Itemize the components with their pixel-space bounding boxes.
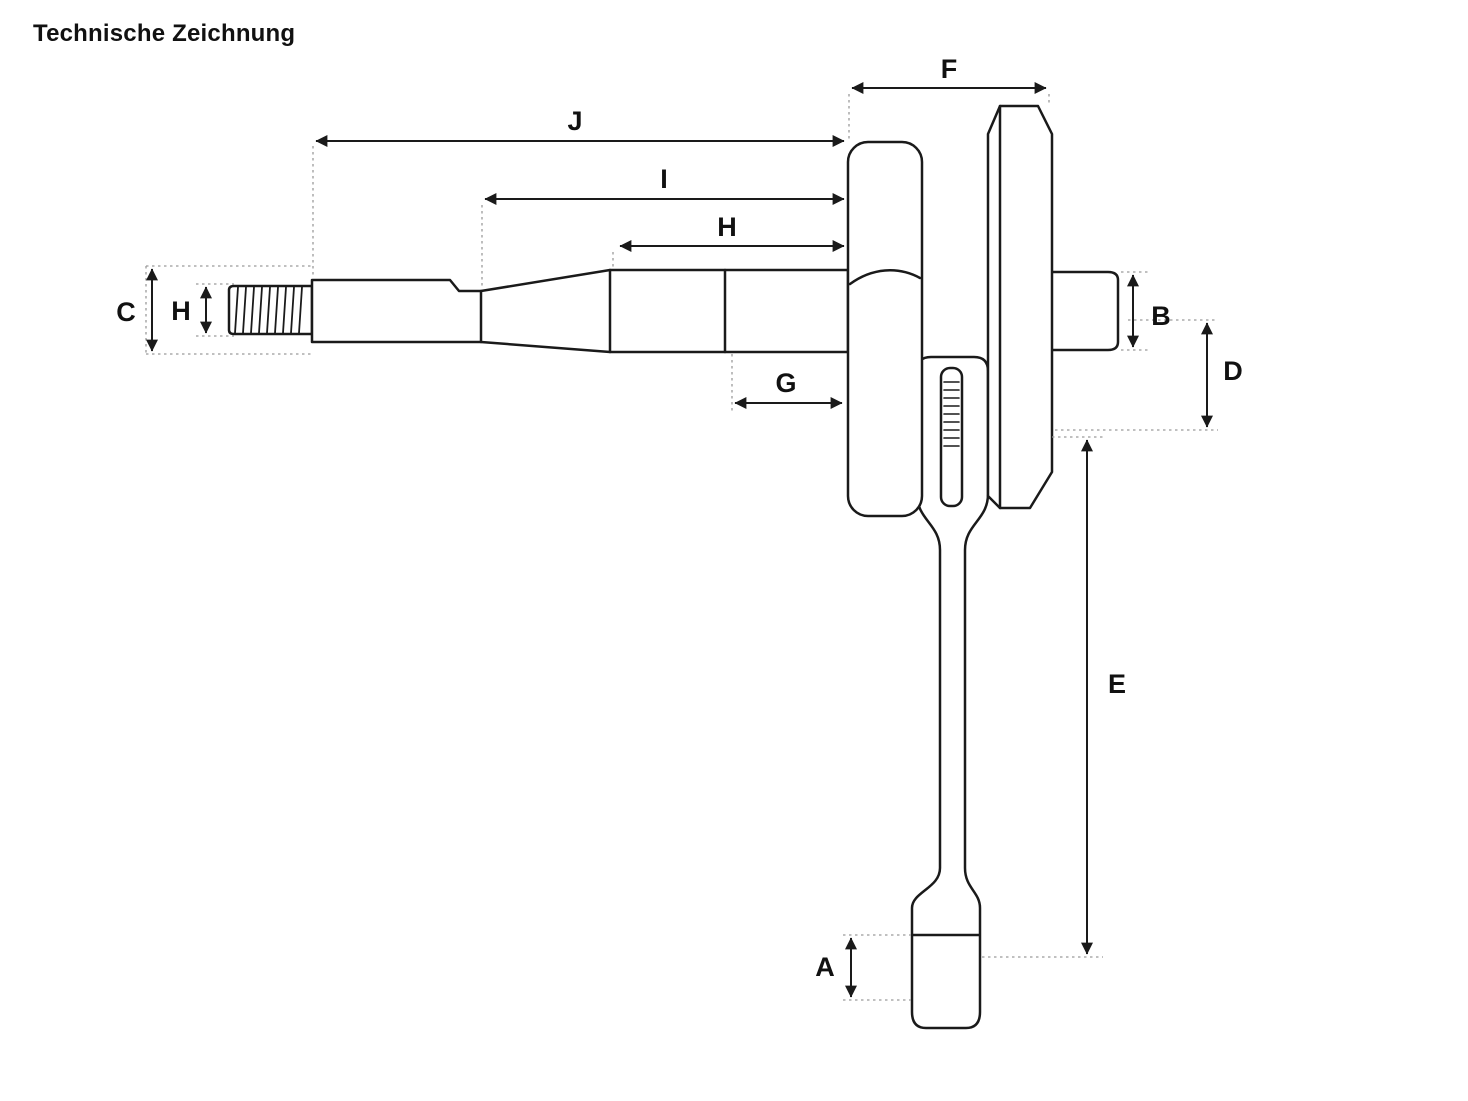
dimension-label-a: A [815,952,835,982]
left-web-surface-curve [848,269,922,286]
e-extension-lines [982,436,1103,958]
stub-shaft [1044,270,1120,352]
dimension-labels: F J I H C H B D G E A [116,54,1243,982]
dimension-label-h-top: H [717,212,737,242]
construction-lines [145,94,1218,1001]
main-shaft-outline [310,268,850,354]
right-crank-web [986,104,1054,510]
f-extension-lines [848,94,1050,140]
dimension-label-e: E [1108,669,1126,699]
dimension-label-b: B [1151,301,1171,331]
thread-lines [234,286,303,334]
b-extension-lines [1121,271,1150,351]
dimension-label-d: D [1223,356,1243,386]
crank-pin-bearing-slot [939,366,964,508]
dimension-label-i: I [660,164,668,194]
dimension-label-f: F [941,54,958,84]
dimension-label-h-left: H [171,296,191,326]
dimension-label-g: G [775,368,796,398]
dimension-label-j: J [567,106,582,136]
connecting-rod-outline [910,355,990,1030]
left-crank-web [846,140,924,518]
dimension-lines [146,82,1213,998]
dimension-label-c: C [116,297,136,327]
a-extension-lines [843,934,911,1001]
page-title: Technische Zeichnung [33,20,296,47]
h-left-extension-lines [196,283,234,337]
bearing-hatch-lines [943,381,960,447]
crankshaft-part [227,104,1120,1030]
shaft-section-lines [479,268,727,354]
